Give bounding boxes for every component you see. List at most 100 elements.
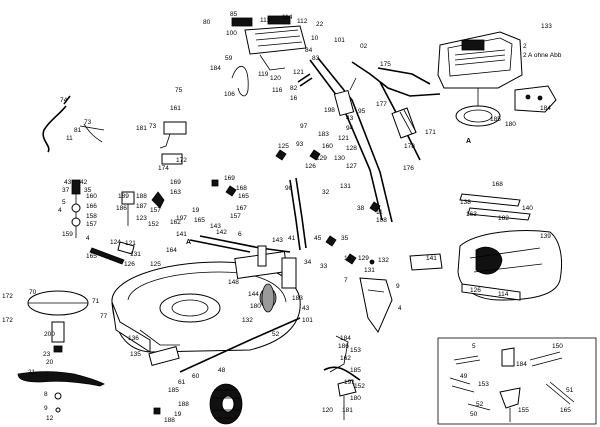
- label-141: 141: [176, 231, 187, 238]
- label-131-b: 131: [130, 251, 141, 258]
- label-197: 197: [176, 215, 187, 222]
- label-169-b: 169: [224, 175, 235, 182]
- label-181: 181: [136, 125, 147, 132]
- label-73-a: 73: [84, 119, 92, 126]
- label-167: 167: [236, 205, 247, 212]
- label-133: 133: [541, 23, 552, 30]
- label-125-b: 125: [278, 143, 289, 150]
- label-185-c: 185: [168, 387, 179, 394]
- label-132: 132: [242, 317, 253, 324]
- label-93: 93: [296, 141, 304, 148]
- engine: [437, 31, 557, 127]
- label-185: 185: [490, 116, 501, 123]
- label-171: 171: [425, 129, 436, 136]
- label-177: 177: [376, 101, 387, 108]
- label-4-b: 4: [86, 235, 90, 242]
- label-43-b: 43: [346, 115, 354, 122]
- label-131-d: 131: [344, 255, 355, 262]
- label-70: 70: [29, 289, 37, 296]
- label-153: 153: [350, 347, 361, 354]
- label-200: 200: [44, 331, 55, 338]
- label-11: 11: [376, 209, 383, 216]
- label-130: 130: [334, 155, 345, 162]
- label-175: 175: [380, 61, 391, 68]
- label-48: 48: [218, 367, 226, 374]
- label-113: 113: [260, 17, 271, 24]
- label-119: 119: [258, 71, 269, 78]
- label-155: 155: [518, 407, 529, 414]
- label-12: 12: [46, 415, 54, 422]
- label-114-b: 114: [498, 291, 509, 298]
- callout-a-engine: A: [466, 138, 471, 145]
- label-168-c: 168: [236, 185, 247, 192]
- label-5-b: 5: [472, 343, 476, 350]
- label-43-c: 43: [302, 305, 310, 312]
- label-9: 9: [44, 405, 48, 412]
- label-144: 144: [248, 291, 259, 298]
- label-75: 75: [175, 87, 183, 94]
- label-183-b: 183: [318, 131, 329, 138]
- label-183: 183: [292, 295, 303, 302]
- label-19: 19: [174, 411, 182, 418]
- label-178: 178: [404, 143, 415, 150]
- label-162-b: 162: [340, 355, 351, 362]
- label-160: 160: [86, 193, 97, 200]
- label-120-b: 120: [322, 407, 333, 414]
- label-160-b: 160: [322, 143, 333, 150]
- label-35-a: 35: [84, 187, 92, 194]
- label-10: 10: [311, 35, 319, 42]
- label-131: 131: [340, 183, 351, 190]
- label-101-b: 101: [302, 317, 313, 324]
- label-02: 02: [360, 43, 368, 50]
- label-116: 116: [272, 87, 283, 94]
- label-157-b: 157: [150, 207, 161, 214]
- label-191: 191: [344, 379, 355, 386]
- label-180-c: 180: [350, 395, 361, 402]
- label-189: 189: [118, 193, 129, 200]
- handle-assembly: [289, 57, 441, 251]
- label-59: 59: [225, 55, 233, 62]
- label-165-d: 165: [238, 193, 249, 200]
- label-8: 8: [44, 391, 48, 398]
- label-136: 136: [128, 335, 139, 342]
- label-129b: 129: [358, 255, 369, 262]
- label-188-b: 188: [178, 401, 189, 408]
- label-120: 120: [270, 75, 281, 82]
- label-5: 5: [62, 199, 66, 206]
- scattered-fasteners: [153, 149, 381, 415]
- grass-bag: [409, 193, 563, 301]
- label-163: 163: [170, 189, 181, 196]
- callout-a-deck: A: [186, 239, 191, 246]
- label-9-b: 9: [396, 283, 400, 290]
- label-22: 22: [316, 21, 324, 28]
- label-124: 124: [110, 239, 121, 246]
- label-152: 152: [148, 221, 159, 228]
- label-42: 42: [80, 179, 88, 186]
- label-106: 106: [224, 91, 235, 98]
- label-4-c: 4: [398, 305, 402, 312]
- label-125: 125: [150, 261, 161, 268]
- label-80: 80: [203, 19, 211, 26]
- label-143: 143: [210, 223, 221, 230]
- label-73-b: 73: [149, 123, 157, 130]
- label-187: 187: [136, 203, 147, 210]
- label-21: 21: [28, 369, 36, 376]
- label-140-b: 140: [522, 205, 533, 212]
- lower-center-parts: [323, 335, 361, 420]
- label-126: 126: [305, 163, 316, 170]
- label-168-b: 168: [492, 181, 503, 188]
- label-153-b: 153: [478, 381, 489, 388]
- label-84: 84: [305, 47, 313, 54]
- label-152-b: 152: [354, 383, 365, 390]
- label-129: 129: [316, 155, 327, 162]
- label-112: 112: [297, 18, 308, 25]
- label-198: 198: [324, 107, 335, 114]
- label-138: 138: [460, 199, 471, 206]
- label-143-b: 143: [272, 237, 283, 244]
- label-157-c: 157: [230, 213, 241, 220]
- label-100: 100: [226, 30, 237, 37]
- label-7: 7: [344, 277, 348, 284]
- label-184-d: 184: [516, 361, 527, 368]
- label-172-left: 172: [2, 293, 13, 300]
